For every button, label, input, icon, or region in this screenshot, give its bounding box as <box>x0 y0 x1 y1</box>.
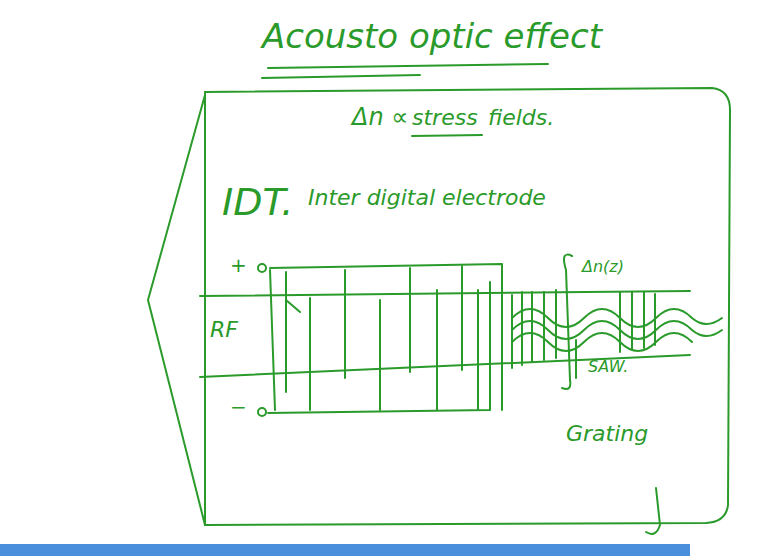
formula-text: fields. <box>488 106 554 130</box>
grating-label: Grating <box>566 422 648 446</box>
signal-name: RF <box>210 318 238 342</box>
wave-label: SAW. <box>588 358 628 376</box>
formula-text: Δn ∝ <box>352 104 408 130</box>
formula-text: stress <box>412 106 478 130</box>
terminal-sign: − <box>230 396 247 418</box>
sketch-title: Acousto optic effect <box>262 18 602 55</box>
formula-text: Δn(z) <box>582 258 624 276</box>
terminal-sign: + <box>230 254 247 276</box>
device-name: IDT. <box>222 182 293 224</box>
device-description: Inter digital electrode <box>308 186 546 210</box>
